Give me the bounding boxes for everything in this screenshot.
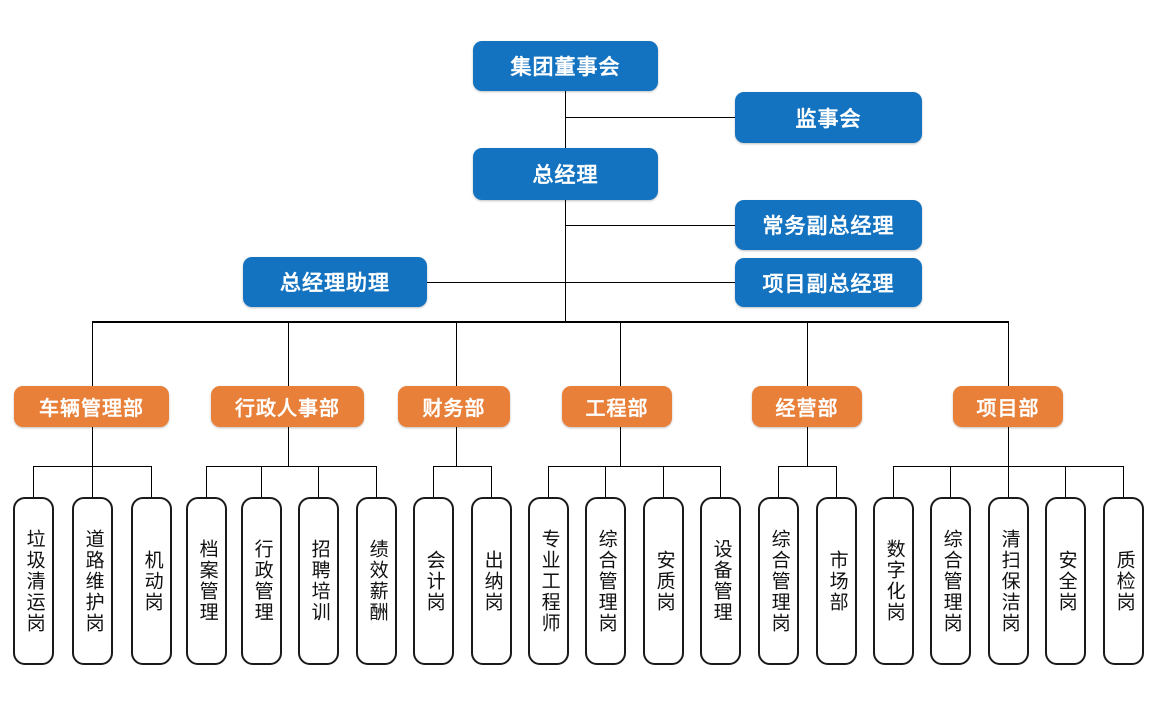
node-department-operations[interactable]: 经营部 [752, 386, 862, 427]
node-position-garbage-transport[interactable]: 垃圾清运岗 [13, 497, 54, 665]
node-position-administrative-management[interactable]: 行政管理 [241, 497, 282, 665]
node-general-manager[interactable]: 总经理 [473, 148, 658, 200]
node-position-digitalization[interactable]: 数字化岗 [873, 497, 914, 665]
connector-gm-spine [565, 200, 566, 322]
connector-gm-to-exec-deputy [565, 225, 736, 226]
connector-gm-to-project-deputy [565, 282, 736, 283]
connector-dept2-stem [288, 426, 289, 466]
node-position-professional-engineer[interactable]: 专业工程师 [528, 497, 569, 665]
node-department-admin-hr[interactable]: 行政人事部 [211, 386, 364, 427]
node-position-road-maintenance[interactable]: 道路维护岗 [72, 497, 113, 665]
node-position-archive-management[interactable]: 档案管理 [186, 497, 227, 665]
node-position-mobile-duty[interactable]: 机动岗 [131, 497, 172, 665]
node-department-project[interactable]: 项目部 [953, 386, 1063, 427]
connector-dept1-stem [92, 426, 93, 466]
connector-drop-dept-5 [807, 321, 808, 386]
connector-dept4-leaf-4 [720, 466, 721, 497]
node-position-accounting[interactable]: 会计岗 [413, 497, 454, 665]
connector-department-bus [92, 321, 1008, 323]
node-position-market-department[interactable]: 市场部 [816, 497, 857, 665]
connector-dept6-leaf-5 [1123, 466, 1124, 497]
node-board[interactable]: 集团董事会 [473, 41, 658, 91]
node-position-cashier[interactable]: 出纳岗 [471, 497, 512, 665]
connector-board-to-supervisory [565, 117, 736, 118]
connector-drop-dept-4 [620, 321, 621, 386]
node-position-quality-inspection[interactable]: 质检岗 [1103, 497, 1144, 665]
node-project-deputy-gm[interactable]: 项目副总经理 [735, 258, 922, 307]
node-executive-deputy-gm[interactable]: 常务副总经理 [735, 200, 922, 250]
connector-dept4-leaf-3 [663, 466, 664, 497]
connector-dept6-leaf-2 [950, 466, 951, 497]
connector-dept3-leaf-1 [433, 466, 434, 497]
connector-dept1-leaf-3 [151, 466, 152, 497]
connector-dept6-leaf-1 [893, 466, 894, 497]
connector-dept1-leaf-2 [92, 466, 93, 497]
node-position-recruitment-training[interactable]: 招聘培训 [298, 497, 339, 665]
node-position-performance-compensation[interactable]: 绩效薪酬 [356, 497, 397, 665]
connector-drop-dept-2 [288, 321, 289, 386]
node-position-engineering-general-management[interactable]: 综合管理岗 [585, 497, 626, 665]
node-position-safety-quality[interactable]: 安质岗 [643, 497, 684, 665]
connector-dept2-bus [206, 466, 376, 467]
connector-dept2-leaf-1 [206, 466, 207, 497]
node-position-equipment-management[interactable]: 设备管理 [700, 497, 741, 665]
connector-dept5-leaf-1 [778, 466, 779, 497]
node-position-cleaning-sanitation[interactable]: 清扫保洁岗 [988, 497, 1029, 665]
connector-drop-dept-6 [1008, 321, 1009, 386]
connector-dept2-leaf-3 [318, 466, 319, 497]
connector-drop-dept-3 [456, 321, 457, 386]
node-department-finance[interactable]: 财务部 [398, 386, 510, 427]
connector-dept3-bus [433, 466, 491, 467]
connector-drop-dept-1 [92, 321, 93, 386]
connector-dept4-bus [548, 466, 720, 467]
connector-dept6-leaf-3 [1008, 466, 1009, 497]
connector-dept5-bus [778, 466, 836, 467]
node-position-safety[interactable]: 安全岗 [1045, 497, 1086, 665]
connector-dept5-leaf-2 [836, 466, 837, 497]
node-supervisory-board[interactable]: 监事会 [735, 92, 922, 143]
connector-gm-assistant [427, 282, 566, 283]
connector-board-to-gm [565, 90, 566, 148]
connector-dept5-stem [807, 426, 808, 466]
connector-dept4-stem [620, 426, 621, 466]
connector-dept4-leaf-2 [605, 466, 606, 497]
connector-dept6-leaf-4 [1065, 466, 1066, 497]
connector-dept4-leaf-1 [548, 466, 549, 497]
node-position-project-general-management[interactable]: 综合管理岗 [930, 497, 971, 665]
connector-dept1-leaf-1 [33, 466, 34, 497]
node-gm-assistant[interactable]: 总经理助理 [243, 257, 427, 307]
connector-dept2-leaf-2 [261, 466, 262, 497]
connector-dept3-stem [456, 426, 457, 466]
connector-dept2-leaf-4 [376, 466, 377, 497]
connector-dept3-leaf-2 [491, 466, 492, 497]
connector-dept6-stem [1008, 426, 1009, 466]
node-position-operations-general-management[interactable]: 综合管理岗 [758, 497, 799, 665]
node-department-engineering[interactable]: 工程部 [562, 386, 672, 427]
node-department-vehicle[interactable]: 车辆管理部 [14, 386, 169, 427]
